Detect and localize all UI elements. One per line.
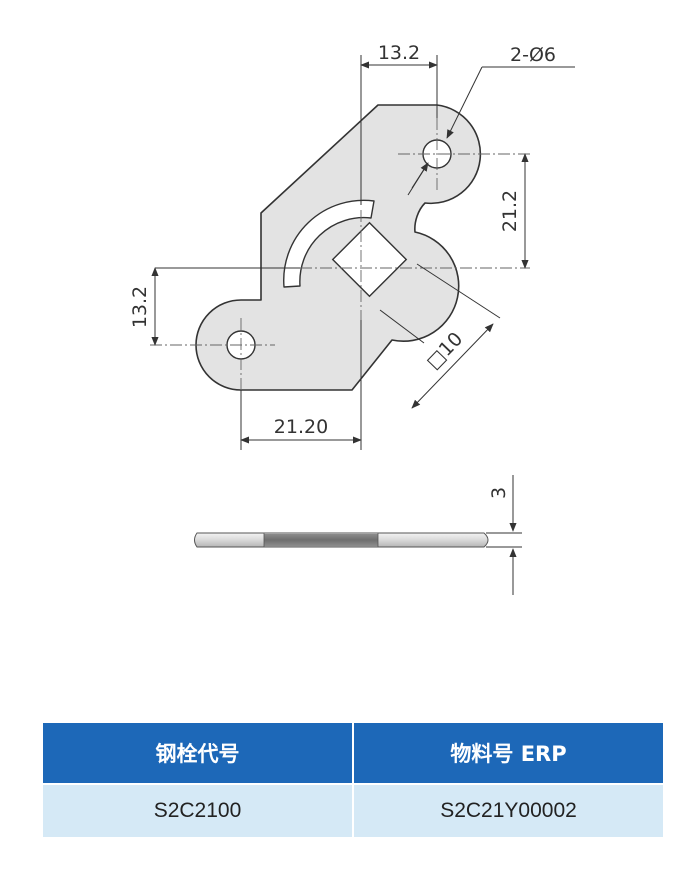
dim-left-13-2: 13.2	[129, 286, 151, 328]
arc-slot	[283, 199, 375, 288]
center-lines	[150, 118, 530, 390]
cell-erp-number: S2C21Y00002	[353, 783, 663, 837]
table-row: S2C2100 S2C21Y00002	[43, 783, 663, 837]
dimension-lines	[151, 55, 575, 450]
side-view	[194, 532, 489, 548]
technical-drawing: 13.2 2-Ø6 21.2 13.2 21.20 □10 3	[129, 42, 575, 595]
cell-bolt-code: S2C2100	[43, 783, 354, 837]
dim-thickness-3: 3	[488, 487, 510, 499]
header-bolt-code: 钢栓代号	[43, 723, 354, 784]
dim-top-13-2: 13.2	[378, 42, 420, 64]
spec-table: 钢栓代号 物料号 ERP S2C2100 S2C21Y00002	[43, 723, 663, 837]
table-header-row: 钢栓代号 物料号 ERP	[43, 723, 663, 784]
thickness-dimension	[486, 475, 522, 595]
dim-bottom-21-20: 21.20	[274, 416, 328, 438]
plate-outline	[195, 104, 482, 391]
dim-hole-callout: 2-Ø6	[510, 44, 556, 66]
square-hole	[331, 221, 408, 298]
dim-right-21-2: 21.2	[499, 190, 521, 232]
header-erp-number: 物料号 ERP	[353, 723, 663, 784]
